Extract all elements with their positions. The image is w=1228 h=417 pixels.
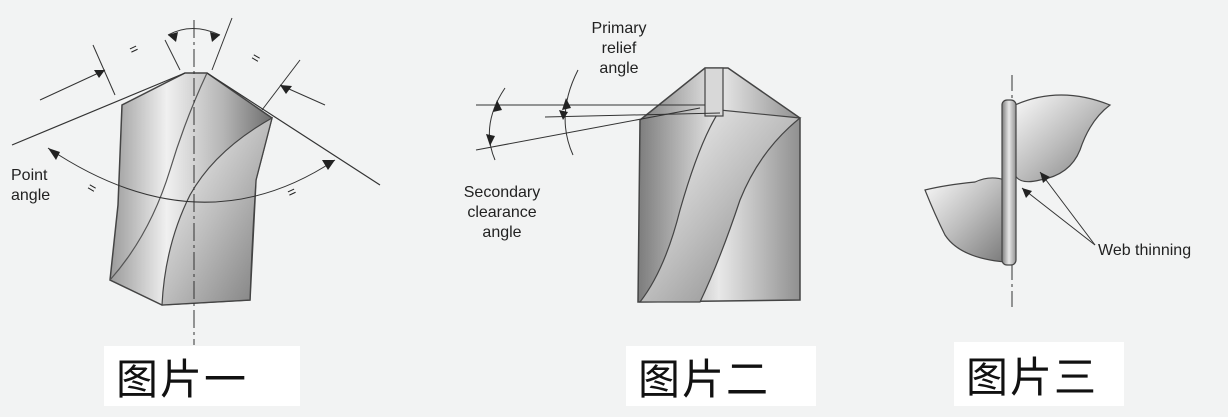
point-angle-arc [47, 147, 336, 203]
caption-figure-1: 图片一 [104, 346, 300, 406]
drill-flute-2 [638, 109, 802, 303]
leader-line [1039, 171, 1096, 246]
point-angle-label: Point angle [11, 167, 51, 204]
secondary-clearance-arc [488, 87, 506, 161]
upper-blade [1014, 94, 1112, 183]
caption-text: 图片二 [638, 354, 771, 404]
lip-line-left [11, 72, 186, 146]
figure-1-point-angle: = = = = [11, 17, 381, 345]
caption-text: 图片三 [966, 352, 1099, 402]
equal-mark: = [127, 40, 141, 58]
drill-flute-1 [161, 116, 273, 306]
equal-mark: = [249, 49, 264, 67]
caption-text: 图片一 [116, 354, 249, 404]
figure-3-web-thinning [924, 75, 1112, 310]
secondary-clearance-angle-label: Secondary clearance angle [463, 184, 541, 241]
leader-line [1021, 187, 1096, 246]
caption-figure-2: 图片二 [626, 346, 816, 406]
primary-relief-angle-label: Primary relief angle [591, 20, 647, 77]
lower-blade [924, 177, 1006, 263]
figure-2-relief-angle [475, 67, 802, 303]
equal-mark: = [85, 179, 100, 197]
web-thinning-label: Web thinning [1098, 242, 1192, 259]
web-core [1001, 99, 1017, 266]
lip-line-right [206, 72, 381, 186]
equal-mark: = [285, 183, 299, 201]
caption-figure-3: 图片三 [954, 342, 1124, 406]
